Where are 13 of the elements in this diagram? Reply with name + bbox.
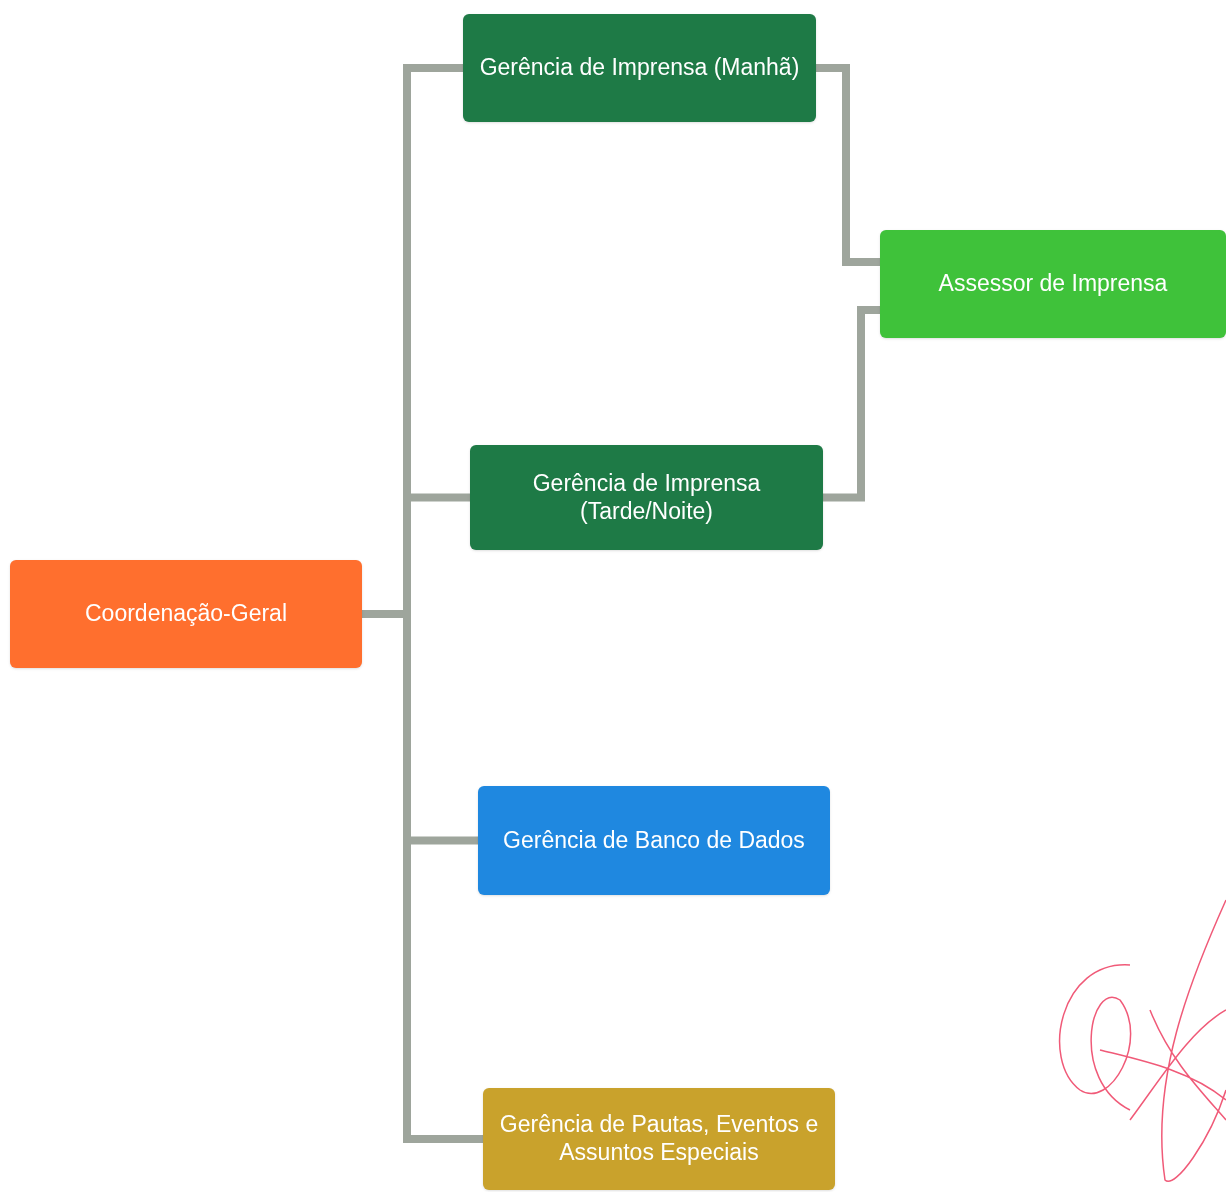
connector-line: [823, 306, 880, 502]
org-unit-box: [478, 786, 830, 895]
unit-name: Coordenação-Geral: [85, 600, 287, 628]
org-unit-box: [483, 1088, 835, 1190]
org-unit-box: [880, 230, 1226, 338]
unit-name: Gerência de Pautas, Eventos e Assuntos Especiais: [499, 1111, 819, 1167]
unit-name: Assessor de Imprensa: [938, 270, 1168, 298]
unit-name: Gerência de Imprensa (Manhã): [479, 54, 800, 82]
unit-name: Gerência de Imprensa (Tarde/Noite): [531, 469, 762, 526]
unit-name: Gerência de Banco de Dados: [503, 826, 805, 855]
org-unit-box: [470, 445, 823, 550]
org-unit-box: [10, 560, 362, 668]
org-unit-box: [463, 14, 816, 122]
